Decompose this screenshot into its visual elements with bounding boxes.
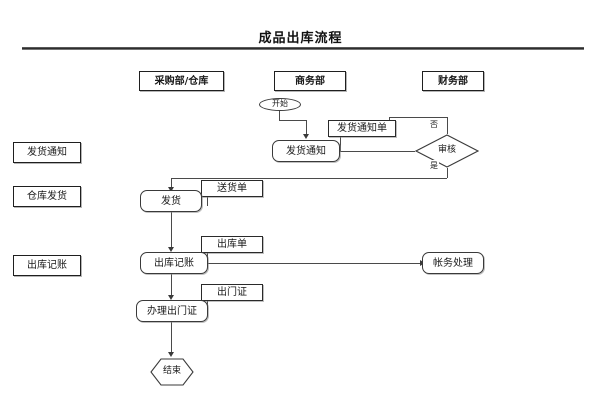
title-divider [22, 47, 584, 50]
connector-review-no-across [389, 117, 447, 118]
arrowhead-into-ship [167, 187, 174, 192]
connector-into-ship [171, 178, 172, 189]
branch-label-no: 否 [429, 119, 439, 130]
node-shipping-notice-document[interactable]: 发货通知单 [328, 120, 396, 137]
diamond-shape-icon [415, 134, 479, 168]
dept-header-purchasing-warehouse: 采购部/仓库 [139, 71, 224, 91]
phase-label-shipping-notice: 发货通知 [13, 142, 81, 163]
arrowhead-into-shipping-notice [302, 134, 309, 139]
connector-gatepass-to-end [171, 322, 172, 354]
node-gate-pass-document[interactable]: 出门证 [201, 284, 263, 301]
arrowhead-into-outbound [167, 247, 174, 252]
connector-start-across [279, 120, 306, 121]
connector-review-yes-down [447, 160, 448, 178]
node-end-label: 结束 [162, 366, 181, 377]
connector-into-shipping-notice [306, 120, 307, 137]
node-gate-pass-process[interactable]: 办理出门证 [136, 300, 208, 322]
branch-label-yes: 是 [429, 160, 439, 171]
connector-notice-doc-stub [340, 136, 341, 151]
arrowhead-into-end [167, 352, 174, 357]
page-title: 成品出库流程 [258, 31, 343, 46]
node-ship[interactable]: 发货 [140, 190, 202, 212]
node-review-label: 审核 [437, 145, 456, 156]
dept-header-finance: 财务部 [422, 71, 484, 91]
node-review-decision[interactable]: 审核 [415, 134, 479, 168]
connector-outbound-to-accounting [207, 263, 422, 264]
connector-delivery-doc-stub [207, 196, 208, 206]
node-accounting[interactable]: 帐务处理 [422, 252, 484, 274]
phase-label-warehouse-shipping: 仓库发货 [13, 186, 81, 207]
connector-ship-to-outbound [171, 212, 172, 249]
node-end[interactable]: 结束 [150, 358, 194, 386]
phase-label-outbound-entry: 出库记账 [13, 255, 81, 276]
hexagon-shape-icon [150, 358, 194, 386]
connector-notice-to-review [340, 151, 421, 152]
connector-review-no-up [447, 117, 448, 142]
connector-review-yes-across [171, 178, 447, 179]
connector-start-down [279, 110, 280, 120]
arrowhead-into-gatepass [167, 295, 174, 300]
dept-header-business: 商务部 [274, 71, 346, 91]
node-outbound-entry[interactable]: 出库记账 [140, 252, 208, 274]
node-shipping-notice[interactable]: 发货通知 [272, 140, 340, 162]
node-delivery-document[interactable]: 送货单 [201, 180, 263, 197]
node-outbound-document[interactable]: 出库单 [201, 236, 263, 253]
connector-outbound-to-gatepass [171, 274, 172, 297]
node-start[interactable]: 开始 [259, 98, 301, 111]
